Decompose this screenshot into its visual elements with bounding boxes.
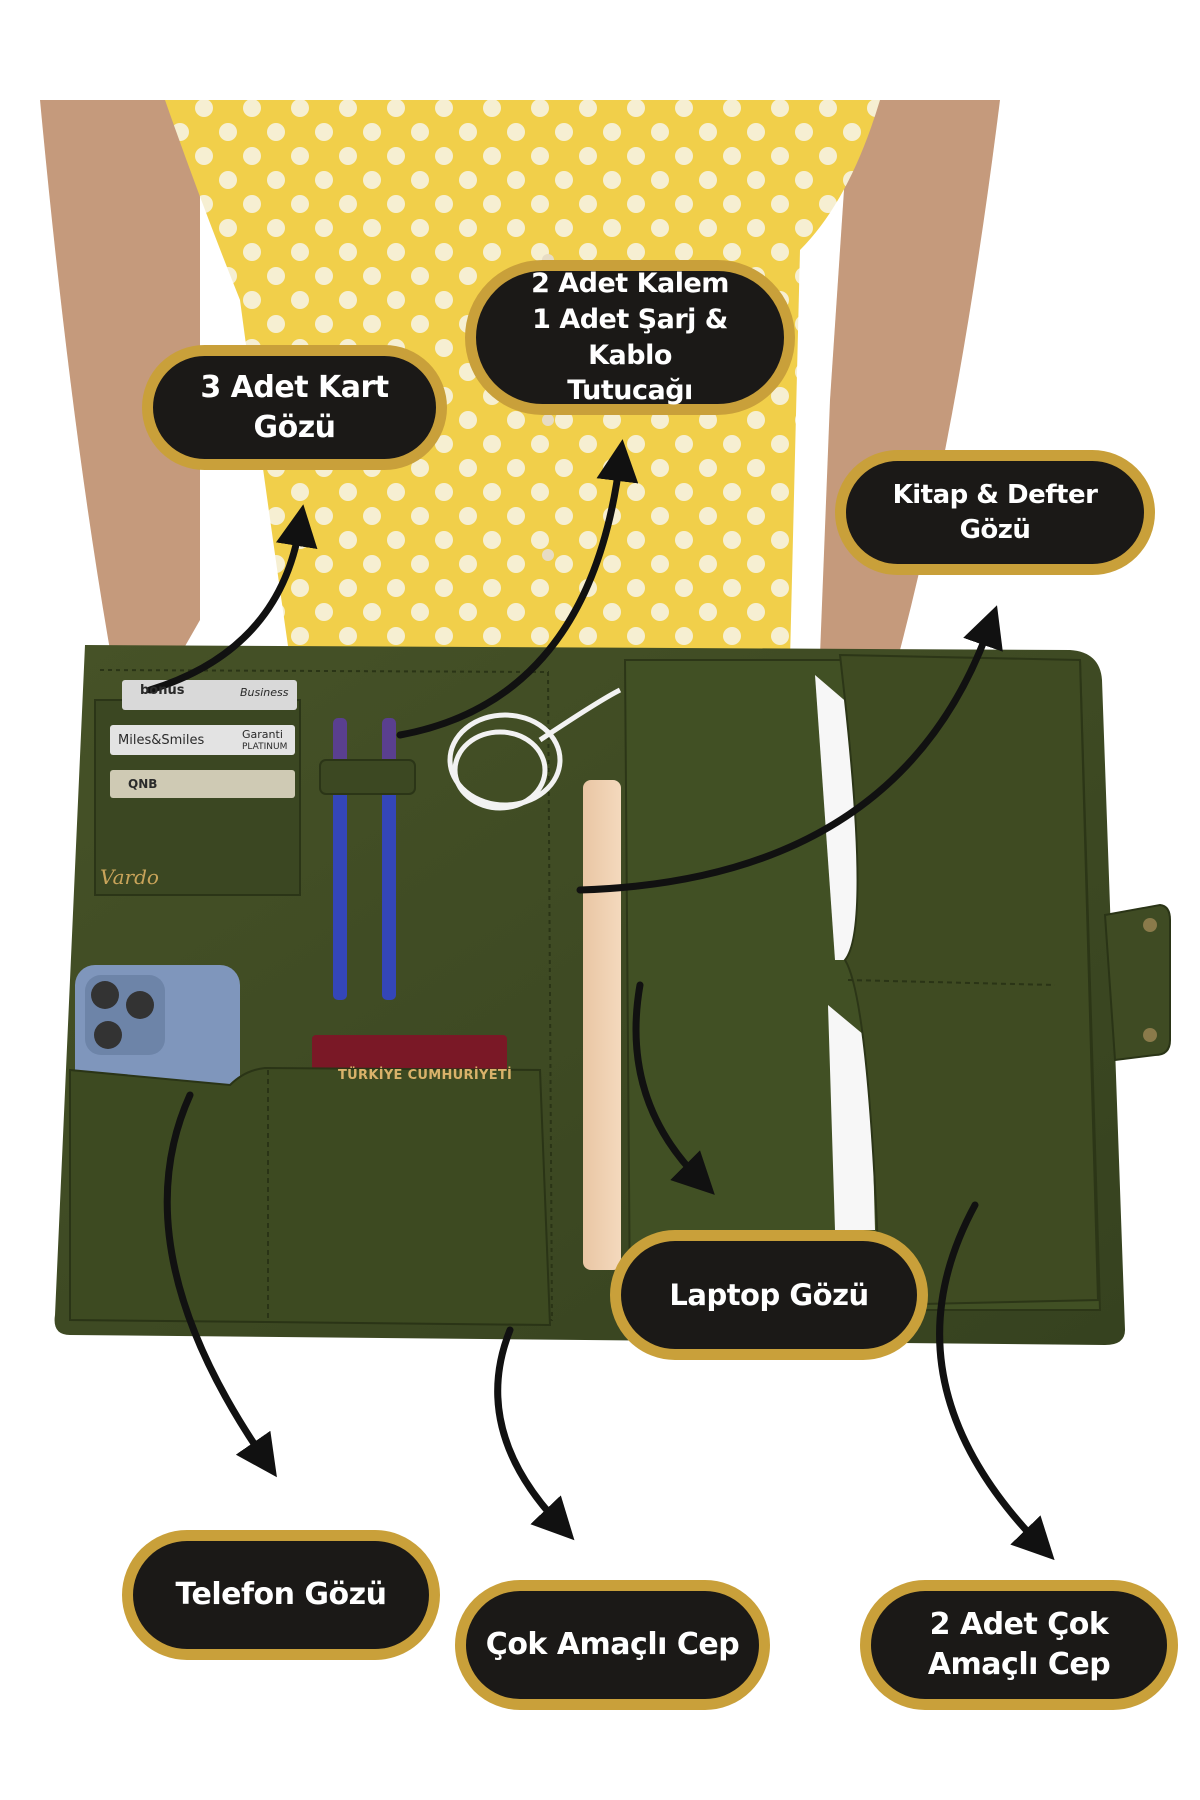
- arrows: [146, 439, 1055, 1561]
- label-pen-cable-holder: 2 Adet Kalem 1 Adet Şarj & Kablo Tutucağ…: [465, 260, 795, 415]
- arrow-phone: [163, 1091, 277, 1478]
- label-laptop: Laptop Gözü: [610, 1230, 928, 1360]
- leather-organizer: [54, 645, 1171, 1345]
- passport-text: TÜRKİYE CUMHURİYETİ: [338, 1068, 513, 1083]
- label-book-notebook: Kitap & Defter Gözü: [835, 450, 1155, 575]
- phone: [75, 965, 240, 1105]
- card-qnb: QNB: [128, 777, 158, 791]
- arrow-laptop: [632, 981, 715, 1195]
- label-card-slots: 3 Adet Kart Gözü: [142, 345, 447, 470]
- charging-cable: [447, 687, 622, 811]
- arrow-two-pockets: [936, 1201, 1055, 1561]
- arrow-pen-holder: [396, 439, 639, 739]
- arrow-card-slots: [146, 504, 318, 694]
- card-bonus: bonus: [140, 683, 185, 698]
- label-phone: Telefon Gözü: [122, 1530, 440, 1660]
- card-business: Business: [240, 686, 289, 699]
- card-miles: Miles&Smiles: [118, 733, 205, 748]
- brand-logo: Vardo: [100, 865, 159, 889]
- arrow-book-notebook: [576, 605, 1003, 894]
- card-garanti: Garanti: [242, 728, 283, 741]
- label-multi-pocket: Çok Amaçlı Cep: [455, 1580, 770, 1710]
- card-platinum: PLATINUM: [242, 742, 288, 752]
- label-two-multi-pockets: 2 Adet Çok Amaçlı Cep: [860, 1580, 1178, 1710]
- arrow-multi-pocket: [494, 1326, 575, 1541]
